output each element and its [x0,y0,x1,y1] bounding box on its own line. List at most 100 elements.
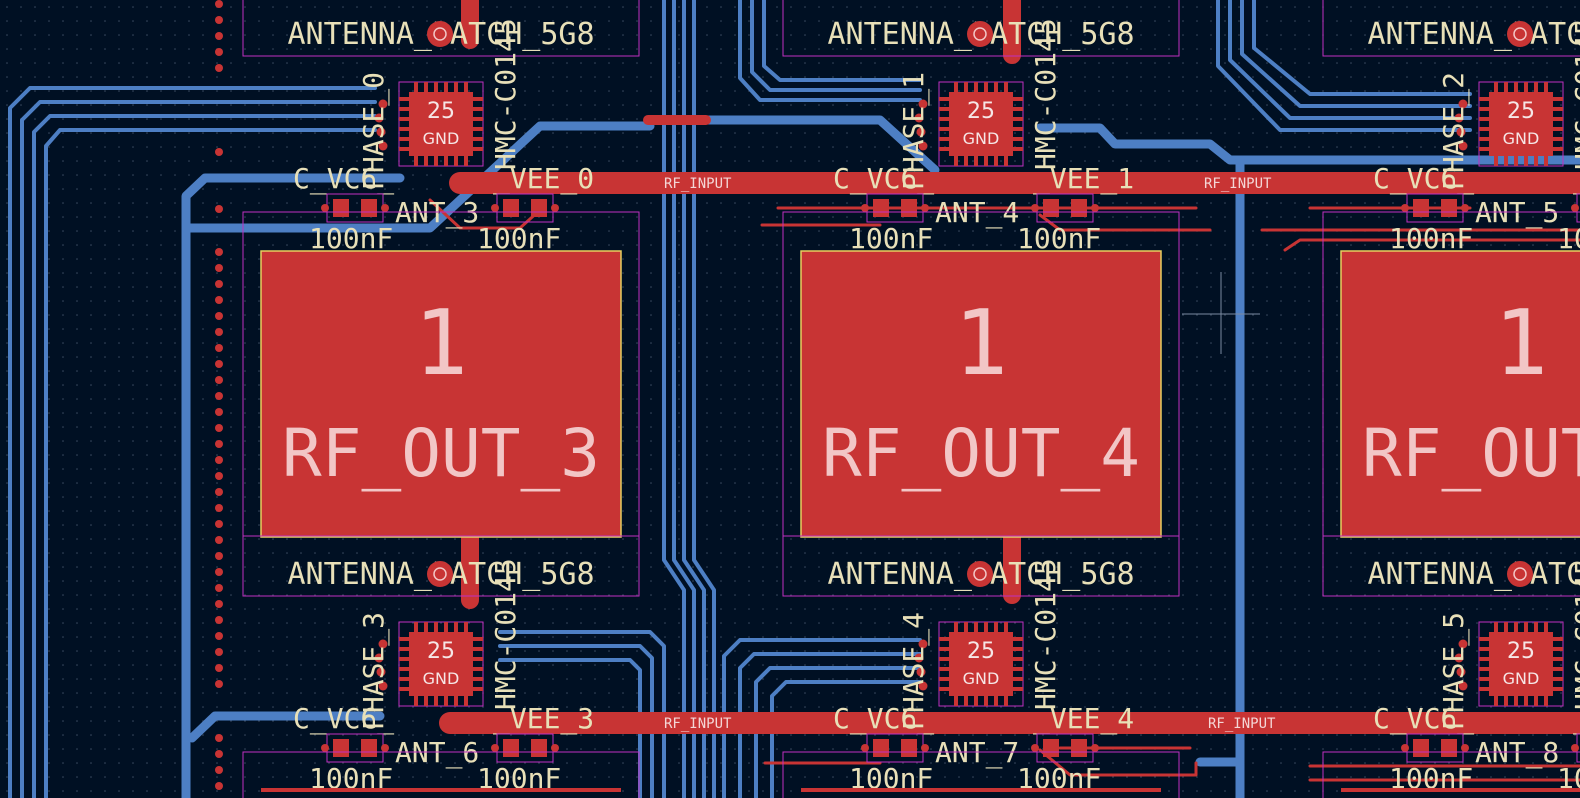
chip-pin[interactable] [1479,637,1489,641]
via[interactable] [916,127,926,137]
b-track[interactable] [738,0,922,102]
via[interactable] [215,408,223,416]
chip-pin[interactable] [414,156,418,166]
patch-pad[interactable] [260,250,622,538]
chip-pin[interactable] [1013,137,1023,141]
chip-pin[interactable] [1479,667,1489,671]
chip-pin[interactable] [1479,137,1489,141]
via[interactable] [1456,127,1466,137]
patch-pad[interactable] [1340,250,1580,538]
chip-pin[interactable] [1004,82,1008,92]
chip-pin[interactable] [473,127,483,131]
chip-pin[interactable] [1524,82,1528,92]
via[interactable] [378,639,388,649]
chip-pin[interactable] [1544,622,1548,632]
via[interactable] [1454,113,1464,123]
chip-pin[interactable] [974,622,978,632]
via[interactable] [215,750,223,758]
chip-pin[interactable] [473,637,483,641]
chip-pin[interactable] [1479,107,1489,111]
chip-pin[interactable] [473,147,483,151]
chip-pin[interactable] [1504,156,1508,166]
via[interactable] [215,648,223,656]
chip-pin[interactable] [939,147,949,151]
via[interactable] [215,504,223,512]
via[interactable] [215,552,223,560]
b-track[interactable] [672,0,696,798]
chip-pin[interactable] [464,82,468,92]
chip-pin[interactable] [414,622,418,632]
via[interactable] [215,680,223,688]
f-track[interactable] [428,198,542,230]
b-track[interactable] [1216,0,1472,132]
chip-pin[interactable] [939,107,949,111]
cap-pad[interactable] [873,739,889,757]
chip-pin[interactable] [1553,97,1563,101]
chip-pin[interactable] [974,82,978,92]
b-track[interactable] [1035,123,1580,165]
chip-pin[interactable] [444,82,448,92]
chip-pin[interactable] [424,156,428,166]
via[interactable] [215,312,223,320]
chip-pin[interactable] [1504,82,1508,92]
chip-pin[interactable] [1004,696,1008,706]
cap-pad[interactable] [1043,199,1059,217]
chip-pin[interactable] [984,82,988,92]
chip-pin[interactable] [1553,657,1563,661]
chip-pin[interactable] [454,82,458,92]
via[interactable] [921,204,929,212]
via[interactable] [374,113,384,123]
chip-pin[interactable] [994,156,998,166]
chip-pin[interactable] [444,696,448,706]
via[interactable] [491,744,499,752]
via[interactable] [378,99,388,109]
chip-pin[interactable] [454,696,458,706]
via[interactable] [215,296,223,304]
chip-pin[interactable] [434,696,438,706]
via[interactable] [215,488,223,496]
chip-pin[interactable] [399,107,409,111]
chip-pin[interactable] [473,97,483,101]
via[interactable] [215,734,223,742]
via[interactable] [376,667,386,677]
chip-pin[interactable] [1013,637,1023,641]
chip-pin[interactable] [399,657,409,661]
via[interactable] [1454,653,1464,663]
chip-pin[interactable] [1013,677,1023,681]
cap-pad[interactable] [333,739,349,757]
via[interactable] [378,141,388,151]
cap-pad[interactable] [873,199,889,217]
chip-pin[interactable] [1553,687,1563,691]
via[interactable] [215,148,223,156]
via[interactable] [1091,204,1099,212]
chip-pin[interactable] [424,622,428,632]
b-track[interactable] [754,666,922,798]
via[interactable] [1571,204,1579,212]
chip-pin[interactable] [454,156,458,166]
via[interactable] [1458,141,1468,151]
chip-pin[interactable] [939,137,949,141]
chip-pin[interactable] [1013,97,1023,101]
b-track[interactable] [181,173,405,798]
b-track[interactable] [1240,0,1472,108]
chip-pin[interactable] [1534,622,1538,632]
chip-pin[interactable] [473,647,483,651]
cap-pad[interactable] [1413,739,1429,757]
via[interactable] [918,99,928,109]
chip-pin[interactable] [984,156,988,166]
via[interactable] [1461,204,1469,212]
chip-pin[interactable] [1013,127,1023,131]
via[interactable] [215,360,223,368]
chip-pin[interactable] [1553,107,1563,111]
chip-pin[interactable] [444,622,448,632]
chip-pin[interactable] [1544,156,1548,166]
cap-pad[interactable] [503,739,519,757]
chip-pin[interactable] [399,127,409,131]
chip-pin[interactable] [399,637,409,641]
via[interactable] [914,653,924,663]
chip-pin[interactable] [473,667,483,671]
chip-pin[interactable] [1524,156,1528,166]
chip-pin[interactable] [964,622,968,632]
